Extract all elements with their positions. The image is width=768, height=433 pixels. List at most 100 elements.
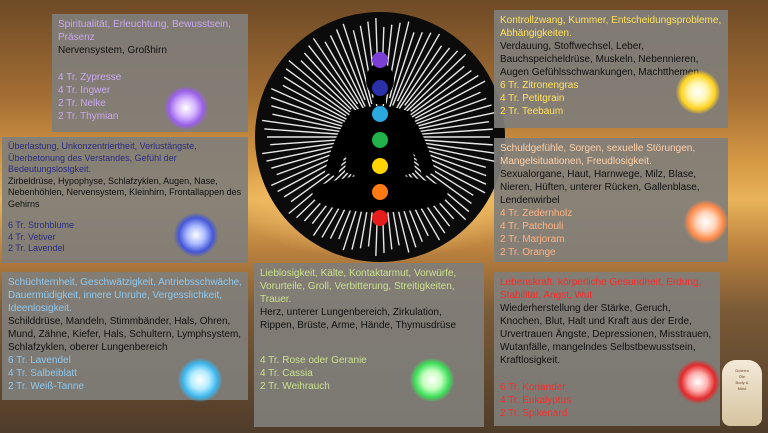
bottle-text: Body & <box>735 380 749 385</box>
oil-item: 4 Tr. Zypresse <box>58 72 122 83</box>
oil-item: 2 Tr. Teebaum <box>500 106 564 117</box>
light-ray <box>329 35 366 107</box>
mandala-orange-icon <box>684 200 728 244</box>
light-ray <box>419 141 495 154</box>
panel-heading: Lebenskraft, körperliche Gesundheit, Erd… <box>500 277 702 301</box>
panel-heading: Schüchternheit, Geschwätzigkeit, Antrieb… <box>8 277 243 314</box>
light-ray <box>403 53 467 114</box>
panel-root-chakra: Lebenskraft, körperliche Gesundheit, Erd… <box>494 272 720 426</box>
light-ray <box>262 119 341 133</box>
mandala-indigo-icon <box>174 213 218 257</box>
oil-item: 4 Tr. Salbeiblatt <box>8 368 77 379</box>
chakra-point <box>372 80 388 96</box>
light-ray <box>282 84 351 122</box>
light-ray <box>413 138 493 146</box>
mandala-blue-icon <box>178 358 222 402</box>
oil-list: 6 Tr. Koriander 4 Tr. Eukalyptus 2 Tr. S… <box>500 381 714 420</box>
light-ray <box>312 37 359 105</box>
oil-item: 2 Tr. Weiß-Tanne <box>8 381 84 392</box>
chakra-point <box>372 132 388 148</box>
light-ray <box>398 45 443 110</box>
bottle-text: Doterra <box>735 368 749 373</box>
oil-list: 6 Tr. Zitronengras 4 Tr. Petitgrain 2 Tr… <box>500 79 722 118</box>
light-ray <box>419 128 493 135</box>
panel-body: Zirbeldrüse, Hypophyse, Schlafzyklen, Au… <box>8 175 242 209</box>
light-ray <box>418 104 492 127</box>
light-ray <box>392 31 423 106</box>
chakra-point <box>372 158 388 174</box>
bottle-text: Mind <box>737 386 747 391</box>
light-ray <box>396 32 432 102</box>
oil-item: 4 Tr. Eukalyptus <box>500 395 572 406</box>
oil-item: 4 Tr. Zedernholz <box>500 208 573 219</box>
light-ray <box>342 23 373 111</box>
light-ray <box>404 47 451 106</box>
mandala-purple-icon <box>164 86 208 130</box>
oil-item: 6 Tr. Strohblume <box>8 220 75 231</box>
chakra-point <box>372 184 388 200</box>
light-ray <box>402 70 472 122</box>
light-ray <box>285 68 358 122</box>
light-ray <box>271 147 342 169</box>
light-rays <box>262 18 497 256</box>
oil-item: 4 Tr. Vetiver <box>8 231 56 242</box>
panel-sacral-chakra: Schuldgefühle, Sorgen, sexuelle Störunge… <box>494 138 728 262</box>
light-ray <box>393 33 441 114</box>
mandala-yellow-icon <box>676 70 720 114</box>
oil-item: 4 Tr. Cassia <box>260 368 313 379</box>
light-ray <box>271 105 348 129</box>
light-ray <box>405 91 481 127</box>
mandala-green-icon <box>410 358 454 402</box>
panel-heading: Spiritualität, Erleuchtung, Bewusstsein,… <box>58 19 231 43</box>
light-ray <box>398 50 459 117</box>
oil-item: 4 Tr. Patchouli <box>500 221 564 232</box>
oil-list: 4 Tr. Rose oder Geranie 4 Tr. Cassia 2 T… <box>260 354 478 393</box>
light-ray <box>262 141 347 155</box>
oil-item: 2 Tr. Spikenard <box>500 408 568 419</box>
light-ray <box>387 32 415 111</box>
light-ray <box>408 74 479 120</box>
light-ray <box>270 139 341 146</box>
figure-svg <box>262 18 497 256</box>
light-ray <box>324 41 367 114</box>
light-ray <box>335 29 366 101</box>
oil-item: 4 Tr. Petitgrain <box>500 93 565 104</box>
oil-item: 2 Tr. Weihrauch <box>260 381 330 392</box>
oil-item: 4 Tr. Ingwer <box>58 85 111 96</box>
panel-crown-chakra: Spiritualität, Erleuchtung, Bewusstsein,… <box>52 14 248 132</box>
panel-third-eye-chakra: Überlastung, Unkonzentriertheit, Verlust… <box>2 137 248 263</box>
oil-item: 4 Tr. Rose oder Geranie <box>260 355 367 366</box>
panel-body: Herz, unterer Lungenbereich, Zirkulation… <box>260 307 457 331</box>
panel-heart-chakra: Lieblosigkeit, Kälte, Kontaktarmut, Vorw… <box>254 263 484 427</box>
panel-body: Wiederherstellung der Stärke, Geruch, Kn… <box>500 303 712 366</box>
chakra-point <box>372 52 388 68</box>
light-ray <box>352 30 373 105</box>
oil-bottle-logo: Doterra Öle Body & Mind <box>722 360 762 426</box>
light-ray <box>410 65 465 112</box>
light-ray <box>414 80 486 119</box>
light-ray <box>271 87 355 127</box>
panel-heading: Kontrollzwang, Kummer, Entscheidungsprob… <box>500 15 722 39</box>
oil-list: 6 Tr. Strohblume 4 Tr. Vetiver 2 Tr. Lav… <box>8 220 242 255</box>
oil-item: 2 Tr. Thymian <box>58 111 119 122</box>
oil-item: 6 Tr. Lavendel <box>8 355 71 366</box>
oil-item: 6 Tr. Koriander <box>500 382 566 393</box>
oil-item: 2 Tr. Nelke <box>58 98 106 109</box>
light-ray <box>270 96 343 124</box>
light-ray <box>300 60 352 110</box>
light-ray <box>411 97 487 127</box>
panel-body: Verdauung, Stoffwechsel, Leber, Bauchspe… <box>500 41 702 78</box>
chakra-point <box>372 210 388 226</box>
panel-body: Schilddrüse, Mandeln, Stimmbänder, Hals,… <box>8 316 242 353</box>
light-ray <box>407 111 497 132</box>
panel-heading: Überlastung, Unkonzentriertheit, Verlust… <box>8 141 197 175</box>
oil-item: 2 Tr. Orange <box>500 247 556 258</box>
oil-item: 2 Tr. Marjoram <box>500 234 565 245</box>
chakra-point <box>372 106 388 122</box>
oil-list: 4 Tr. Zypresse 4 Tr. Ingwer 2 Tr. Nelke … <box>58 71 242 123</box>
oil-item: 6 Tr. Zitronengras <box>500 80 579 91</box>
light-ray <box>413 120 490 133</box>
meditation-figure-circle <box>255 12 505 262</box>
light-ray <box>272 113 353 132</box>
light-ray <box>303 52 362 117</box>
